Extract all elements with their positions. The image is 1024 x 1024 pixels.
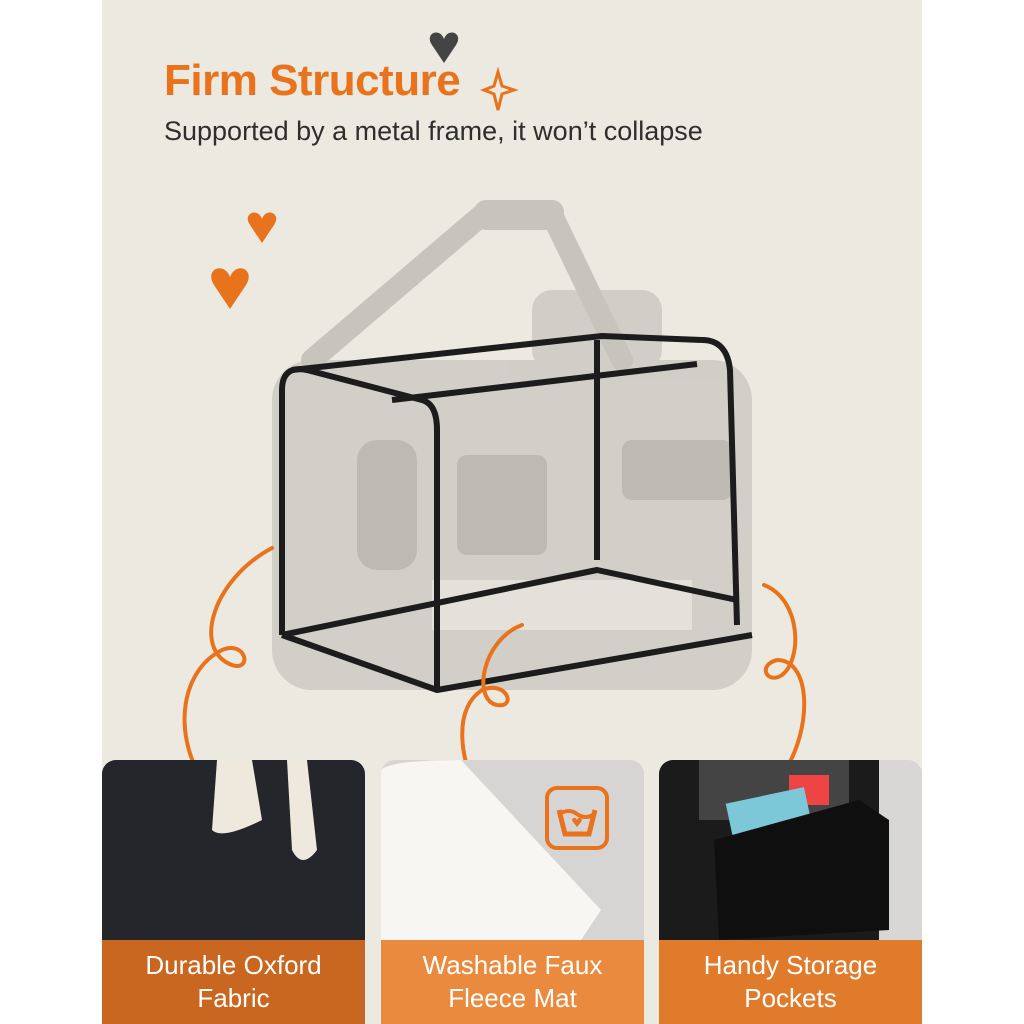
page-title: Firm Structure: [164, 56, 461, 105]
feature-fleece-mat: Washable Faux Fleece Mat: [381, 760, 644, 1024]
pocket-image: [659, 760, 889, 940]
feature-label: Fabric: [197, 983, 270, 1013]
feature-oxford-fabric: Durable Oxford Fabric: [102, 760, 365, 1024]
feature-label: Handy Storage: [703, 950, 878, 980]
page-subtitle: Supported by a metal frame, it won’t col…: [164, 116, 703, 146]
feature-label: Durable Oxford: [145, 950, 322, 980]
carrier-frame-illustration: [182, 32, 807, 808]
feature-storage-pockets: Handy Storage Pockets: [659, 760, 922, 1024]
fleece-image: [381, 760, 601, 940]
feature-label: Fleece Mat: [448, 983, 577, 1013]
feature-label: Pockets: [744, 983, 837, 1013]
product-card: Firm Structure Supported by a metal fram…: [102, 0, 922, 1024]
dog-paw-image: [212, 760, 317, 860]
feature-label: Washable Faux: [422, 950, 603, 980]
wash-basin-icon: [545, 786, 609, 850]
